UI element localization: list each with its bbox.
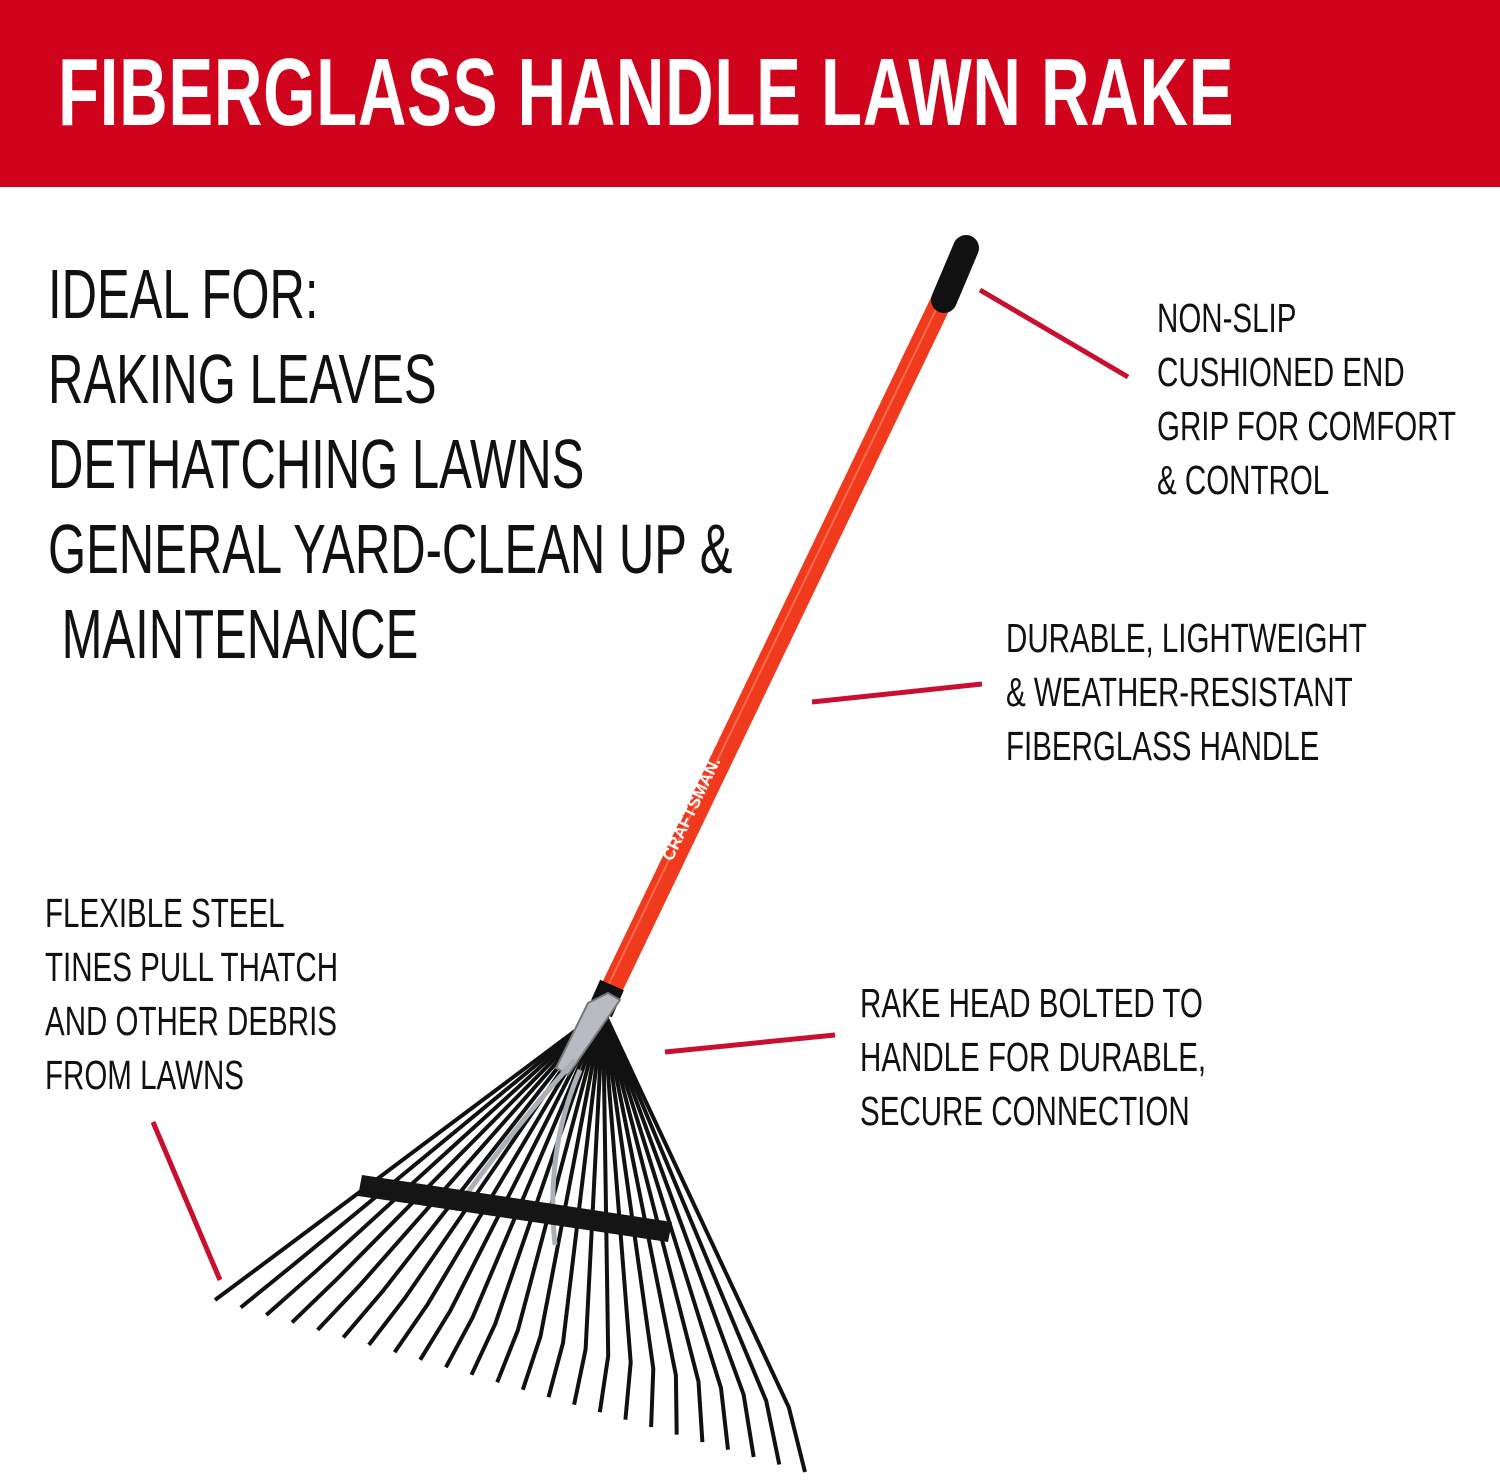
rake-tine — [601, 1009, 656, 1428]
leader-lines — [150, 287, 1130, 1281]
ideal-for-item: GENERAL YARD-CLEAN UP & — [48, 510, 733, 588]
handle-highlight — [601, 255, 963, 999]
rake-tine — [601, 1009, 633, 1420]
rake-tine — [520, 1009, 605, 1391]
rake-tine — [601, 1009, 705, 1443]
rake-tine — [572, 1009, 605, 1406]
callout-line: CUSHIONED END — [1157, 349, 1405, 395]
head-bracket — [554, 991, 622, 1077]
rake-handle — [595, 239, 977, 1011]
rake-tine — [601, 1009, 679, 1435]
rake-tine — [341, 1008, 605, 1339]
rake-tine — [264, 1008, 605, 1317]
rake-tine — [495, 1009, 605, 1384]
rake-tine — [418, 1009, 605, 1361]
leader-line-tines — [150, 1121, 223, 1281]
rake-tine — [597, 1009, 611, 1413]
callout-line: FROM LAWNS — [45, 1052, 244, 1098]
rake-tine — [546, 1009, 605, 1398]
title-banner: FIBERGLASS HANDLE LAWN RAKE — [0, 0, 1500, 187]
callout-handle: DURABLE, LIGHTWEIGHT & WEATHER-RESISTANT… — [1006, 611, 1500, 773]
callout-line: HANDLE FOR DURABLE, — [860, 1034, 1207, 1080]
callout-line: & WEATHER-RESISTANT — [1006, 669, 1353, 715]
callout-line: RAKE HEAD BOLTED TO — [860, 980, 1203, 1026]
ideal-for-heading: IDEAL FOR: — [48, 255, 319, 333]
rake-tine — [601, 1009, 807, 1473]
rake-tine — [213, 1008, 605, 1302]
callout-line: AND OTHER DEBRIS — [45, 998, 337, 1044]
ideal-for-list: IDEAL FOR: RAKING LEAVES DETHATCHING LAW… — [48, 252, 1026, 677]
rake-tine — [290, 1008, 605, 1324]
leader-line-handle — [811, 681, 983, 705]
callout-line: DURABLE, LIGHTWEIGHT — [1006, 615, 1367, 661]
cross-bar — [358, 1175, 672, 1242]
rake-tine — [601, 1009, 756, 1458]
callout-grip: NON-SLIP CUSHIONED END GRIP FOR COMFORT … — [1157, 291, 1500, 507]
ideal-for-item: DETHATCHING LAWNS — [48, 425, 585, 503]
leader-line-head — [664, 1032, 836, 1055]
callout-line: FIBERGLASS HANDLE — [1006, 723, 1320, 769]
rake-tine — [316, 1008, 605, 1332]
page-title: FIBERGLASS HANDLE LAWN RAKE — [58, 39, 1235, 146]
callout-rake-head: RAKE HEAD BOLTED TO HANDLE FOR DURABLE, … — [860, 976, 1341, 1138]
callout-line: GRIP FOR COMFORT — [1157, 403, 1457, 449]
leader-line-grip — [978, 287, 1130, 380]
end-grip — [931, 235, 979, 313]
callout-line: NON-SLIP — [1157, 295, 1297, 341]
rake-tine — [239, 1008, 605, 1310]
rake-tine — [601, 1009, 730, 1450]
callout-line: TINES PULL THATCH — [45, 944, 339, 990]
callout-line: FLEXIBLE STEEL — [45, 890, 285, 936]
rake-tine — [444, 1009, 605, 1369]
rake-tine — [601, 1009, 782, 1465]
callout-tines: FLEXIBLE STEEL TINES PULL THATCH AND OTH… — [45, 886, 452, 1102]
callout-line: & CONTROL — [1157, 457, 1330, 503]
callout-line: SECURE CONNECTION — [860, 1088, 1190, 1134]
rake-tine — [469, 1009, 605, 1376]
rake-tine — [392, 1008, 605, 1354]
ideal-for-item: MAINTENANCE — [48, 595, 419, 673]
tines-group — [213, 1008, 807, 1473]
ideal-for-item: RAKING LEAVES — [48, 340, 437, 418]
